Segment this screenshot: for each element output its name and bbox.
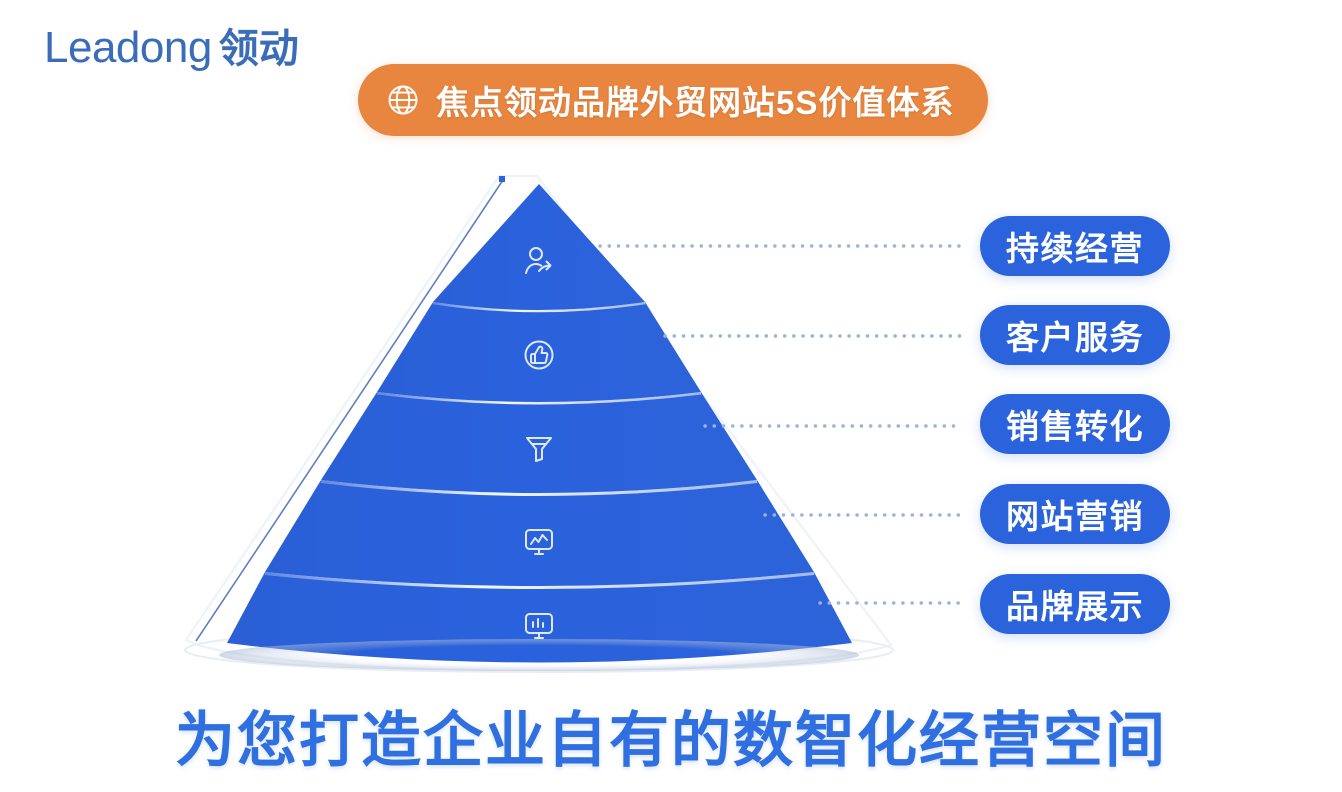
tier-label-4[interactable]: 网站营销	[980, 484, 1170, 544]
banner-title: 焦点领动品牌外贸网站5S价值体系	[436, 84, 955, 121]
globe-icon	[386, 83, 420, 117]
brand-logo-latin: Leadong	[44, 23, 212, 72]
cone-base-outline	[184, 174, 894, 673]
tier-label-5[interactable]: 品牌展示	[980, 574, 1170, 634]
brand-logo-chinese: 领动	[218, 27, 299, 71]
tier-label-5-text: 品牌展示	[1006, 588, 1144, 625]
brand-logo: Leadong 领动	[44, 26, 299, 70]
funnel-icon	[519, 428, 559, 468]
title-banner: 焦点领动品牌外贸网站5S价值体系	[358, 64, 989, 136]
pyramid-tier-4	[265, 477, 814, 586]
monitor-bar-icon	[519, 605, 559, 645]
user-growth-icon	[519, 242, 559, 282]
tier-label-3-text: 销售转化	[1006, 408, 1144, 445]
pyramid-tier-5	[227, 569, 852, 663]
growth-arrow-icon	[195, 176, 505, 642]
tier-label-1[interactable]: 持续经营	[980, 216, 1170, 276]
tier-label-4-text: 网站营销	[1006, 498, 1144, 535]
monitor-line-icon	[519, 521, 559, 561]
tier-label-2-text: 客户服务	[1006, 319, 1144, 356]
tagline: 为您打造企业自有的数智化经营空间	[175, 707, 1167, 774]
pyramid-tier-2	[377, 299, 701, 402]
tier-label-3[interactable]: 销售转化	[980, 394, 1170, 454]
pyramid-tier-3	[321, 389, 757, 493]
tier-label-2[interactable]: 客户服务	[980, 305, 1170, 365]
pyramid-tier-1	[433, 184, 645, 310]
thumbs-up-icon	[519, 335, 559, 375]
tier-label-1-text: 持续经营	[1006, 230, 1144, 267]
cone-shadow	[219, 639, 859, 671]
